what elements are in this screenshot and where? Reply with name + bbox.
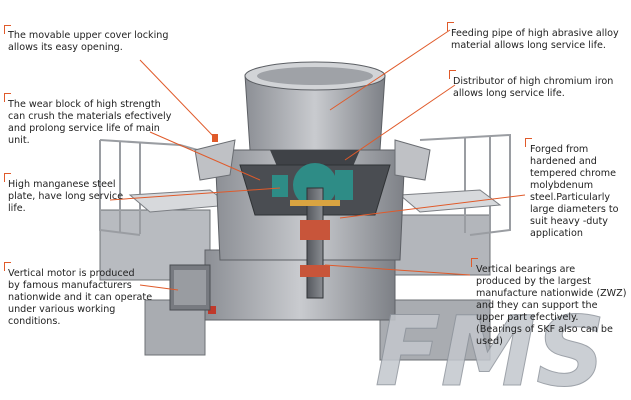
callout-vertical-bearings: Vertical bearings are produced by the la…	[476, 264, 627, 347]
callout-bracket	[447, 22, 454, 31]
callout-bracket	[4, 93, 11, 102]
callout-upper-cover: The movable upper cover locking allows i…	[8, 30, 169, 53]
callout-bracket	[471, 258, 478, 267]
callout-bracket	[449, 70, 456, 79]
right-platform	[398, 189, 502, 213]
callout-manganese-plate: High manganese steel plate, have long se…	[8, 179, 124, 214]
vertical-motor	[169, 264, 211, 311]
svg-text:FMS: FMS	[375, 296, 605, 400]
callout-bracket	[4, 173, 11, 182]
callout-forged-shaft: Forged from hardened and tempered chrome…	[530, 144, 619, 239]
leader-lines	[109, 29, 526, 291]
fms-logo: FMS	[375, 296, 606, 400]
callout-bracket	[4, 262, 11, 271]
callout-bracket	[4, 25, 11, 34]
callout-distributor: Distributor of high chromium iron allows…	[453, 76, 614, 99]
callout-bracket	[525, 138, 532, 147]
callout-feeding-pipe: Feeding pipe of high abrasive alloy mate…	[451, 28, 619, 51]
left-platform	[128, 189, 232, 213]
callout-vertical-motor: Vertical motor is produced by famous man…	[8, 268, 153, 327]
callout-wear-block: The wear block of high strength can crus…	[8, 99, 172, 146]
